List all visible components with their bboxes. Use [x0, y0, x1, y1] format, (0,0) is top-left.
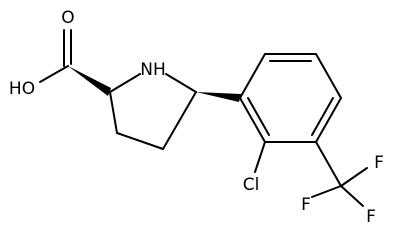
- bond-ar-6: [239, 97, 266, 143]
- atom-label-o: O: [61, 8, 74, 28]
- bond-c2-n: [109, 73, 141, 93]
- bond-c-f3: [340, 185, 364, 207]
- bond-c-f2: [311, 185, 342, 198]
- molecule-structure: O HO NH Cl F F F: [9, 8, 384, 227]
- atom-label-f1: F: [374, 153, 384, 173]
- bond-ar-1: [239, 53, 266, 99]
- bond-n-c5: [165, 73, 197, 93]
- atom-label-f2: F: [301, 195, 311, 215]
- atom-label-nh: NH: [140, 60, 166, 80]
- atom-label-cl: Cl: [243, 175, 260, 195]
- wedge-bond-acid: [68, 66, 111, 96]
- bond-ar-3: [315, 53, 342, 99]
- bond-c3-c4: [116, 132, 164, 150]
- atom-label-f3: F: [366, 207, 376, 227]
- bond-c4-c5: [162, 91, 197, 150]
- bond-ar-cf3: [315, 141, 342, 187]
- structure-canvas: O HO NH Cl F F F: [9, 8, 384, 227]
- bond-c-oh: [39, 65, 69, 83]
- bond-c-f1: [340, 167, 368, 187]
- bond-ar-4: [315, 97, 342, 143]
- bond-c-cl: [254, 141, 266, 173]
- bond-c2-c3: [109, 91, 118, 134]
- bond-ar-4-inner: [311, 97, 334, 136]
- wedge-bond-aryl: [196, 92, 241, 102]
- bond-ar-6-inner: [247, 97, 270, 136]
- atom-label-ho: HO: [9, 79, 35, 99]
